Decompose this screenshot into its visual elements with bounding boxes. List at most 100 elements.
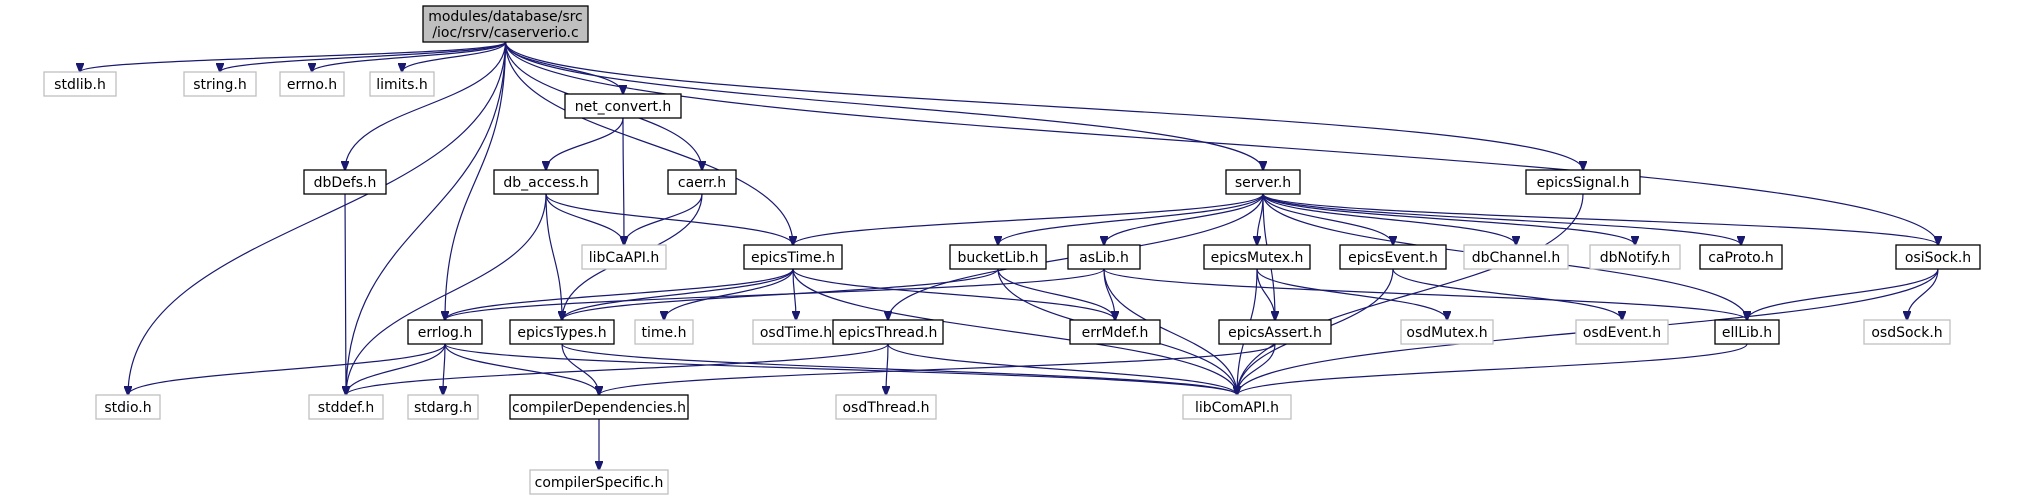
node-errlog[interactable]: errlog.h (407, 319, 483, 345)
node-label: caerr.h (678, 175, 726, 191)
node-box (1714, 319, 1780, 345)
node-box (1575, 319, 1669, 345)
edge-epicsSignal-to-libComAPI (1237, 193, 1584, 395)
node-epicsAssert[interactable]: epicsAssert.h (1218, 319, 1332, 345)
edge-root-to-epicsSignal (504, 41, 1584, 170)
node-limits: limits.h (369, 71, 435, 97)
node-label: time.h (642, 325, 687, 341)
node-asLib[interactable]: asLib.h (1067, 244, 1141, 270)
node-label: compilerSpecific.h (535, 475, 664, 491)
dependency-nodes: modules/database/src/ioc/rsrv/caserverio… (43, 5, 1981, 495)
node-box (1225, 169, 1301, 195)
node-box (43, 71, 117, 97)
node-label: dbNotify.h (1600, 250, 1671, 266)
edge-root-to-string (220, 41, 507, 72)
node-box (743, 244, 843, 270)
node-label: asLib.h (1079, 250, 1129, 266)
node-osdThread: osdThread.h (835, 394, 937, 420)
node-epicsSignal[interactable]: epicsSignal.h (1525, 169, 1641, 195)
node-osiSock[interactable]: osiSock.h (1895, 244, 1981, 270)
node-stdlib: stdlib.h (43, 71, 117, 97)
node-box (564, 93, 682, 119)
node-box (1589, 244, 1681, 270)
node-box (832, 319, 944, 345)
edge-epicsEvent-to-osdEvent (1392, 268, 1622, 320)
edge-root-to-stdlib (80, 41, 507, 72)
edge-ellLib-to-libComAPI (1237, 343, 1748, 395)
node-errMdef[interactable]: errMdef.h (1069, 319, 1161, 345)
node-label: net_convert.h (575, 99, 672, 115)
node-label: limits.h (376, 77, 427, 93)
node-compilerDependencies[interactable]: compilerDependencies.h (509, 394, 689, 420)
node-box (1203, 244, 1311, 270)
edge-errlog-to-stdarg (443, 343, 445, 395)
node-label: caProto.h (1708, 250, 1774, 266)
node-stdarg: stdarg.h (407, 394, 479, 420)
node-caerr[interactable]: caerr.h (667, 169, 737, 195)
node-box (634, 319, 694, 345)
node-label: errMdef.h (1082, 325, 1149, 341)
edge-server-to-caProto (1262, 193, 1741, 245)
node-box (509, 319, 615, 345)
edge-errlog-to-libComAPI (444, 343, 1237, 395)
node-dbChannel: dbChannel.h (1463, 244, 1569, 270)
edge-server-to-epicsTime (793, 193, 1264, 245)
node-box (1069, 319, 1161, 345)
edge-epicsTime-to-epicsTypes (562, 268, 794, 320)
node-label: string.h (193, 77, 247, 93)
edge-server-to-osiSock (1262, 193, 1938, 245)
node-epicsTypes[interactable]: epicsTypes.h (509, 319, 615, 345)
edge-epicsThread-to-stddef (346, 343, 889, 395)
node-label: epicsMutex.h (1211, 250, 1304, 266)
node-box (667, 169, 737, 195)
node-label: osdEvent.h (1583, 325, 1661, 341)
edge-root-to-server (504, 41, 1264, 170)
node-epicsEvent[interactable]: epicsEvent.h (1339, 244, 1447, 270)
edge-root-to-limits (402, 41, 507, 72)
node-label: epicsThread.h (839, 325, 938, 341)
node-osdTime: osdTime.h (752, 319, 840, 345)
node-libComAPI: libComAPI.h (1182, 394, 1292, 420)
edge-server-to-dbNotify (1262, 193, 1635, 245)
edge-epicsAssert-to-compilerDependencies (599, 343, 1276, 395)
node-net_convert[interactable]: net_convert.h (564, 93, 682, 119)
node-label: epicsEvent.h (1348, 250, 1438, 266)
node-epicsThread[interactable]: epicsThread.h (832, 319, 944, 345)
edge-root-to-dbDefs (345, 41, 507, 170)
node-bucketLib[interactable]: bucketLib.h (949, 244, 1047, 270)
node-box (407, 319, 483, 345)
node-box (509, 394, 689, 420)
node-caProto[interactable]: caProto.h (1699, 244, 1783, 270)
node-label: db_access.h (503, 175, 588, 191)
node-osdEvent: osdEvent.h (1575, 319, 1669, 345)
node-db_access[interactable]: db_access.h (493, 169, 599, 195)
node-label: bucketLib.h (957, 250, 1038, 266)
node-stddef: stddef.h (308, 394, 384, 420)
node-box (1463, 244, 1569, 270)
node-ellLib[interactable]: ellLib.h (1714, 319, 1780, 345)
node-box (1339, 244, 1447, 270)
node-server[interactable]: server.h (1225, 169, 1301, 195)
node-box (308, 394, 384, 420)
node-dbDefs[interactable]: dbDefs.h (303, 169, 387, 195)
node-box (1863, 319, 1951, 345)
node-root: modules/database/src/ioc/rsrv/caserverio… (422, 5, 589, 43)
node-box (1182, 394, 1292, 420)
node-epicsMutex[interactable]: epicsMutex.h (1203, 244, 1311, 270)
node-epicsTime[interactable]: epicsTime.h (743, 244, 843, 270)
node-osdMutex: osdMutex.h (1400, 319, 1494, 345)
node-box (1400, 319, 1494, 345)
node-osdSock: osdSock.h (1863, 319, 1951, 345)
node-label: stddef.h (318, 400, 374, 416)
edge-epicsThread-to-libComAPI (887, 343, 1237, 395)
edge-epicsMutex-to-osdMutex (1256, 268, 1447, 320)
edge-server-to-asLib (1104, 193, 1264, 245)
node-box (949, 244, 1047, 270)
edge-osiSock-to-osdSock (1907, 268, 1939, 320)
node-box (1067, 244, 1141, 270)
node-box (1525, 169, 1641, 195)
node-label: libCaAPI.h (589, 250, 660, 266)
node-label: stdio.h (104, 400, 151, 416)
node-label: libComAPI.h (1195, 400, 1279, 416)
